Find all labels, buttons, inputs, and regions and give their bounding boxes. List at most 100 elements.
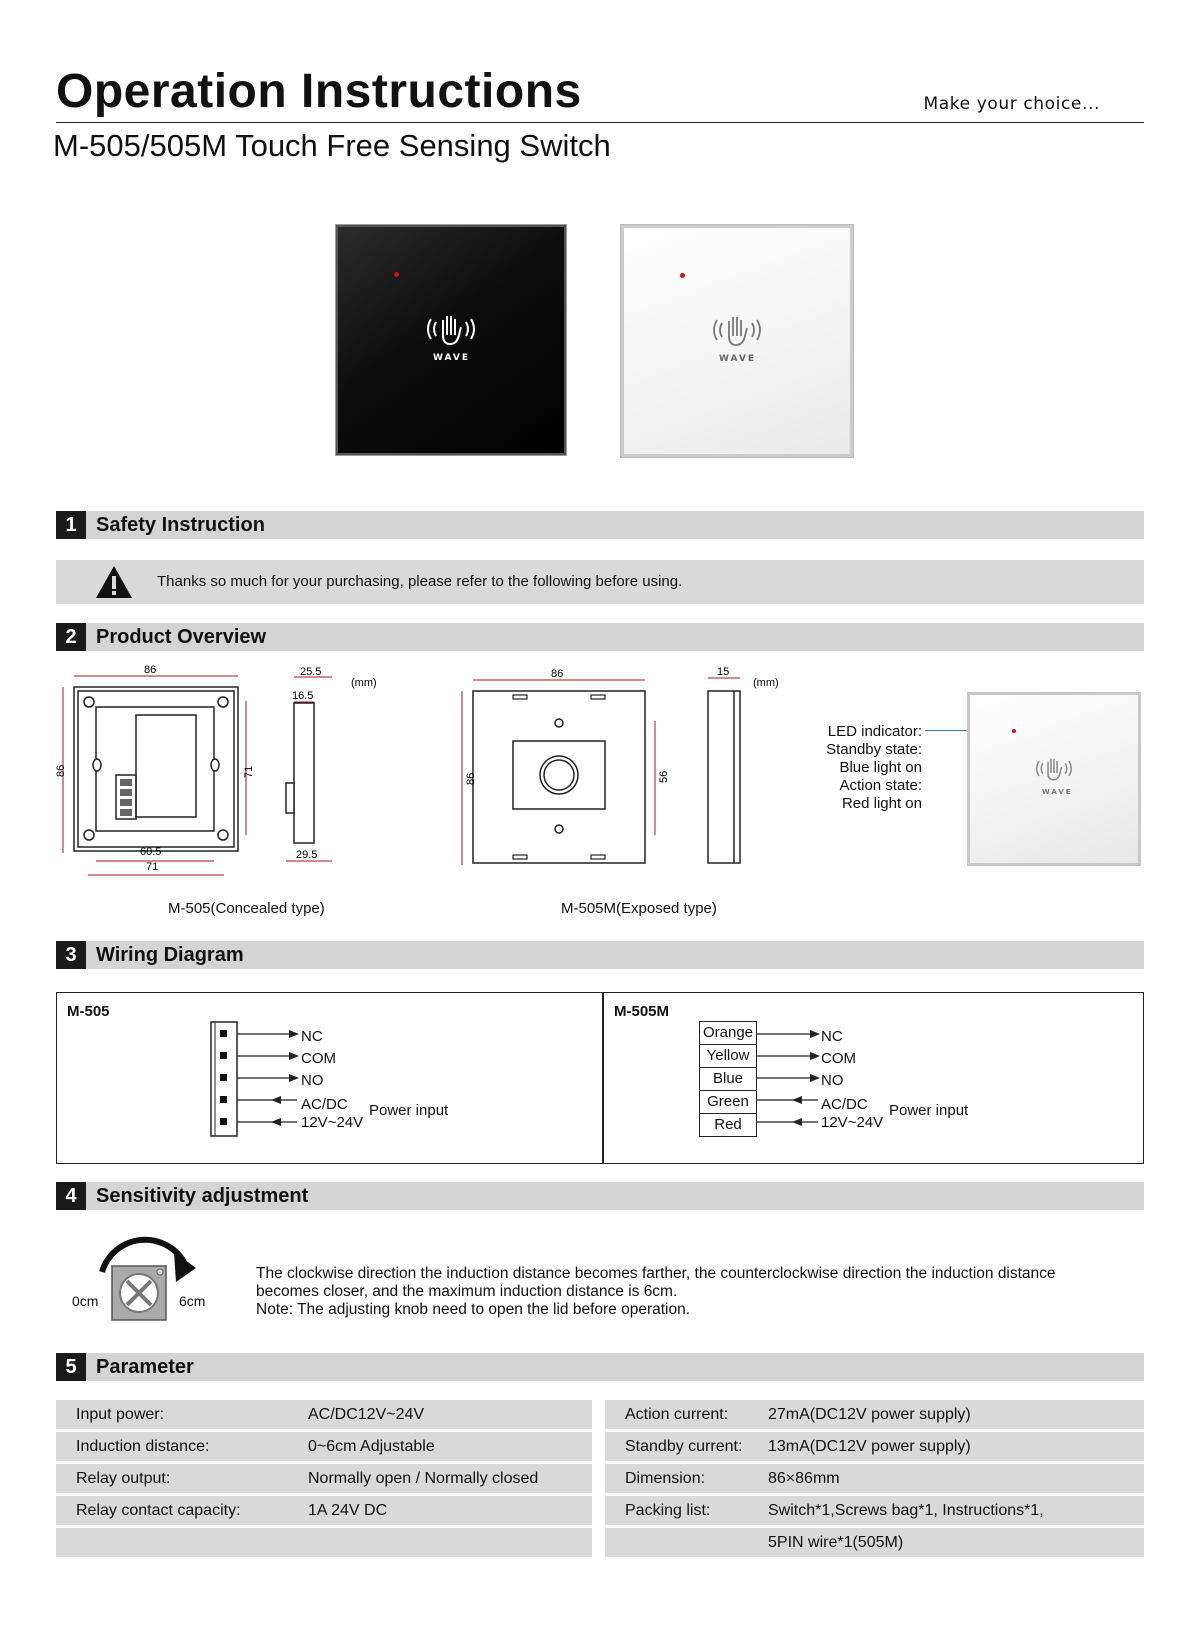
sensitivity-note: Note: The adjusting knob need to open th… <box>256 1301 691 1318</box>
dim-inner-height: 56 <box>658 771 670 783</box>
param-label <box>56 1528 288 1560</box>
knob-max-label: 6cm <box>179 1293 206 1309</box>
table-row: Action current:27mA(DC12V power supply) <box>605 1400 1144 1432</box>
table-row: Input power:AC/DC12V~24V <box>56 1400 592 1432</box>
sensitivity-line: becomes closer, and the maximum inductio… <box>256 1283 678 1300</box>
section-bar-wiring <box>56 941 1144 969</box>
section-title-sensitivity: Sensitivity adjustment <box>96 1185 309 1207</box>
terminal-label-nc: NC <box>821 1028 843 1045</box>
section-title-safety: Safety Instruction <box>96 514 265 536</box>
param-label: Packing list: <box>605 1496 748 1528</box>
led-legend-line: Standby state: <box>826 741 922 758</box>
terminal-label-acdc: AC/DC <box>301 1096 348 1113</box>
table-row: Packing list:Switch*1,Screws bag*1, Inst… <box>605 1496 1144 1528</box>
m505m-terminal-labels: NC COM NO AC/DC 12V~24V <box>821 1026 883 1132</box>
wiring-divider <box>602 993 604 1163</box>
param-value: 0~6cm Adjustable <box>288 1432 592 1464</box>
adjustment-knob-icon <box>99 1236 196 1321</box>
led-indicator <box>394 272 399 277</box>
dim-inner-height: 71 <box>243 766 255 778</box>
dim-height: 86 <box>465 773 477 785</box>
param-value: 27mA(DC12V power supply) <box>748 1400 1144 1432</box>
table-row: Standby current:13mA(DC12V power supply) <box>605 1432 1144 1464</box>
section-number: 3 <box>56 941 86 969</box>
section-number: 1 <box>56 511 86 539</box>
dim-depth: 15 <box>717 666 729 678</box>
parameter-table-left: Input power:AC/DC12V~24V Induction dista… <box>56 1400 592 1560</box>
param-value: 5PIN wire*1(505M) <box>748 1528 1144 1560</box>
terminal-label-acdc: AC/DC <box>821 1096 868 1113</box>
terminal-label-no: NO <box>301 1072 324 1089</box>
wire-color-blue: Blue <box>700 1068 756 1091</box>
param-label: Relay contact capacity: <box>56 1496 288 1528</box>
terminal-label-voltage: 12V~24V <box>301 1114 364 1131</box>
header-divider <box>56 122 1144 123</box>
dim-depth-3: 29.5 <box>296 849 317 861</box>
terminal-label-com: COM <box>821 1050 856 1067</box>
dim-depth-2: 16.5 <box>292 690 313 702</box>
wave-label: WAVE <box>433 353 470 363</box>
m505m-power-label: Power input <box>889 1102 969 1119</box>
table-row: 5PIN wire*1(505M) <box>605 1528 1144 1560</box>
wire-color-orange: Orange <box>700 1022 756 1045</box>
led-legend: LED indicator: Standby state: Blue light… <box>790 723 922 813</box>
section-title-wiring: Wiring Diagram <box>96 944 244 966</box>
m505m-caption: M-505M(Exposed type) <box>561 900 717 917</box>
param-value: Switch*1,Screws bag*1, Instructions*1, <box>748 1496 1144 1528</box>
wire-color-yellow: Yellow <box>700 1045 756 1068</box>
param-label: Induction distance: <box>56 1432 288 1464</box>
sensitivity-line: The clockwise direction the induction di… <box>256 1265 1056 1282</box>
param-value: 86×86mm <box>748 1464 1144 1496</box>
wave-hand-icon <box>713 317 761 346</box>
wave-label: WAVE <box>719 354 756 364</box>
param-label: Action current: <box>605 1400 748 1432</box>
led-legend-line: Red light on <box>841 795 922 812</box>
section-bar-safety <box>56 511 1144 539</box>
wiring-model-m505m: M-505M <box>614 1003 670 1020</box>
led-reference-panel: WAVE <box>967 692 1141 866</box>
led-legend-line: Action state: <box>839 777 922 794</box>
m505-terminal-labels: NC COM NO AC/DC 12V~24V <box>301 1026 363 1132</box>
table-row: Relay contact capacity:1A 24V DC <box>56 1496 592 1528</box>
section-number: 5 <box>56 1353 86 1381</box>
terminal-label-com: COM <box>301 1050 336 1067</box>
param-label: Standby current: <box>605 1432 748 1464</box>
wave-hand-icon <box>427 316 475 346</box>
sensitivity-text: The clockwise direction the induction di… <box>256 1265 1056 1319</box>
m505-caption: M-505(Concealed type) <box>168 900 325 917</box>
dim-inner-width-2: 71 <box>146 861 158 873</box>
white-switch-panel: WAVE <box>621 225 853 457</box>
table-row <box>56 1528 592 1560</box>
section-number: 2 <box>56 623 86 651</box>
wave-hand-icon <box>1036 758 1072 781</box>
wire-color-green: Green <box>700 1091 756 1114</box>
safety-notice-text: Thanks so much for your purchasing, plea… <box>157 573 683 590</box>
parameter-table-right: Action current:27mA(DC12V power supply) … <box>605 1400 1144 1560</box>
section-bar-overview <box>56 623 1144 651</box>
dim-depth-1: 25.5 <box>300 666 321 678</box>
wiring-diagram-box: M-505 M-505M NC COM NO AC/DC 12V~24V Pow… <box>56 992 1144 1164</box>
param-value: AC/DC12V~24V <box>288 1400 592 1432</box>
table-row: Dimension:86×86mm <box>605 1464 1144 1496</box>
page-title: Operation Instructions <box>56 65 582 118</box>
table-row: Induction distance:0~6cm Adjustable <box>56 1432 592 1464</box>
param-value: Normally open / Normally closed <box>288 1464 592 1496</box>
section-bar-sensitivity <box>56 1182 1144 1210</box>
table-row: Relay output:Normally open / Normally cl… <box>56 1464 592 1496</box>
led-indicator <box>1012 729 1016 733</box>
led-legend-line: Blue light on <box>839 759 922 776</box>
dim-width: 86 <box>144 665 156 676</box>
unit-label: (mm) <box>753 677 779 689</box>
wire-color-red: Red <box>714 1116 742 1133</box>
led-indicator <box>680 273 685 278</box>
param-label: Relay output: <box>56 1464 288 1496</box>
section-title-overview: Product Overview <box>96 626 267 648</box>
param-label: Dimension: <box>605 1464 748 1496</box>
param-value <box>288 1528 592 1560</box>
knob-min-label: 0cm <box>72 1293 99 1309</box>
param-value: 13mA(DC12V power supply) <box>748 1432 1144 1464</box>
dim-inner-width-1: 60.5 <box>140 846 161 858</box>
section-number: 4 <box>56 1182 86 1210</box>
m505-power-label: Power input <box>369 1102 449 1119</box>
unit-label: (mm) <box>351 677 377 689</box>
